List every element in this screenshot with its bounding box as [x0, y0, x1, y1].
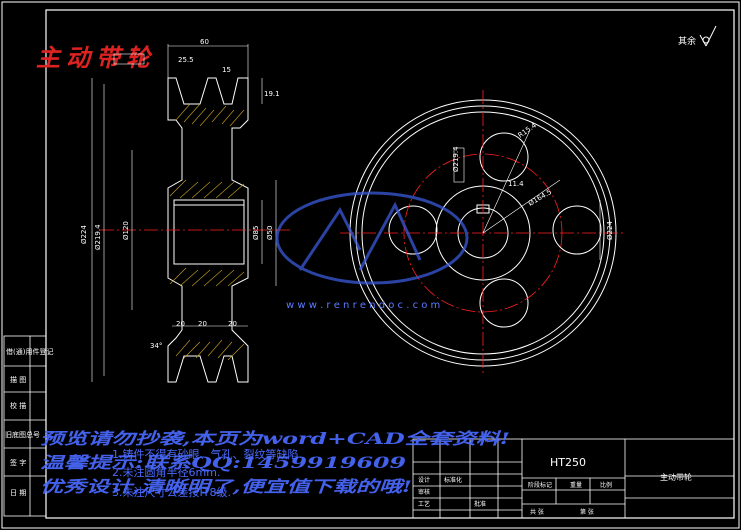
approve-label: 批准: [474, 500, 486, 508]
left-panel: [3, 335, 47, 517]
left-panel-5: 日 期: [10, 489, 26, 497]
tech-notes: 1.铸件不得有砂眼、气孔、裂纹等缺陷. 2.未注圆角半径6mm. 3.未注尺寸公…: [112, 447, 302, 499]
section-view: [167, 77, 249, 383]
roughness-label: 其余: [678, 35, 696, 47]
pulley-section-outline: [167, 77, 249, 383]
website-text: w w w . r e n r e n d o c . c o m: [286, 300, 440, 311]
page-label: 第 张: [580, 508, 594, 516]
dim-od: Ø224: [80, 225, 88, 244]
left-panel-4: 签 字: [10, 458, 26, 467]
dim-bottom-a: 20: [176, 320, 185, 328]
watermark-logo-icon: [275, 191, 469, 285]
dim-hub-d2: Ø50: [266, 226, 274, 240]
sheet-label: 共 张: [530, 508, 544, 516]
sign-label: 标准化: [444, 476, 462, 484]
section-dimensions: [91, 44, 277, 382]
left-panel-text: 借(通)用件登记 描 图 校 描 旧底图总号 签 字 日 期: [5, 347, 53, 497]
dim-top-b: 19.1: [264, 90, 280, 98]
dim-right-d: Ø219.4: [452, 146, 460, 172]
dim-pitch-d: Ø219.4: [94, 224, 102, 250]
part-name-text: 主动带轮: [660, 472, 692, 482]
left-panel-3: 旧底图总号: [5, 430, 40, 439]
dim-hub-d1: Ø85: [252, 226, 260, 240]
title-block: [412, 438, 735, 519]
watermark-line-2: 温馨提示:联系QQ:1459919609: [40, 453, 406, 472]
dim-groove-pitch: 15: [222, 66, 231, 74]
red-title: 主动带轮: [36, 43, 156, 72]
watermark-text: 预览请勿抄袭,本页为word+CAD全套资料! 温馨提示:联系QQ:145991…: [40, 429, 510, 496]
left-panel-1: 描 图: [10, 375, 26, 384]
web-hole-right: [552, 205, 602, 255]
note-2: 2.未注圆角半径6mm.: [112, 465, 220, 479]
note-3: 3.未注尺寸公差按IT8级.: [112, 485, 231, 499]
dim-bottom-b: 20: [198, 320, 207, 328]
front-dim-text: 11.4 R15.4 Ø164.5 Ø219.4 Ø224: [452, 121, 614, 240]
material-text: HT250: [550, 456, 586, 469]
dim-pcd: Ø164.5: [527, 188, 553, 208]
dim-key: 11.4: [508, 180, 524, 188]
check-label: 审核: [418, 488, 430, 496]
watermark-line-3: 优秀设计,清晰明了,便宜值下载的哦!: [40, 477, 412, 496]
left-panel-2: 校 描: [10, 401, 26, 410]
stage-label: 阶段标记: [528, 481, 552, 489]
section-hatching: [169, 103, 245, 361]
dim-angle-left: 34°: [150, 342, 162, 350]
web-hole-left: [388, 205, 438, 255]
scale-label: 比例: [600, 481, 612, 489]
dim-bottom-c: 20: [228, 320, 237, 328]
dim-offset-a: 25.5: [178, 56, 194, 64]
watermark-line-1: 预览请勿抄袭,本页为word+CAD全套资料!: [40, 429, 510, 448]
hub-bore: [173, 199, 245, 265]
dim-bore: Ø120: [122, 221, 130, 240]
section-dim-text: 60 25.5 15 19.1 Ø224 Ø219.4 Ø120 Ø85 Ø50…: [80, 38, 280, 350]
drawing-border-inner: [45, 9, 735, 519]
weight-label: 重量: [570, 481, 582, 489]
web-hole-bottom: [479, 278, 529, 328]
dim-top-width: 60: [200, 38, 209, 46]
front-dimensions: [453, 129, 601, 260]
title-block-text: HT250 主动带轮 阶段标记 重量 比例 设计 审核 工艺 标准化 批准 共 …: [418, 456, 692, 516]
process-label: 工艺: [418, 500, 430, 508]
web-hole-top: [479, 132, 529, 182]
left-panel-0: 借(通)用件登记: [6, 347, 53, 356]
note-1: 1.铸件不得有砂眼、气孔、裂纹等缺陷.: [112, 447, 302, 461]
design-label: 设计: [418, 476, 430, 484]
dim-side: Ø224: [606, 221, 614, 240]
roughness-symbol-icon: [699, 25, 717, 47]
